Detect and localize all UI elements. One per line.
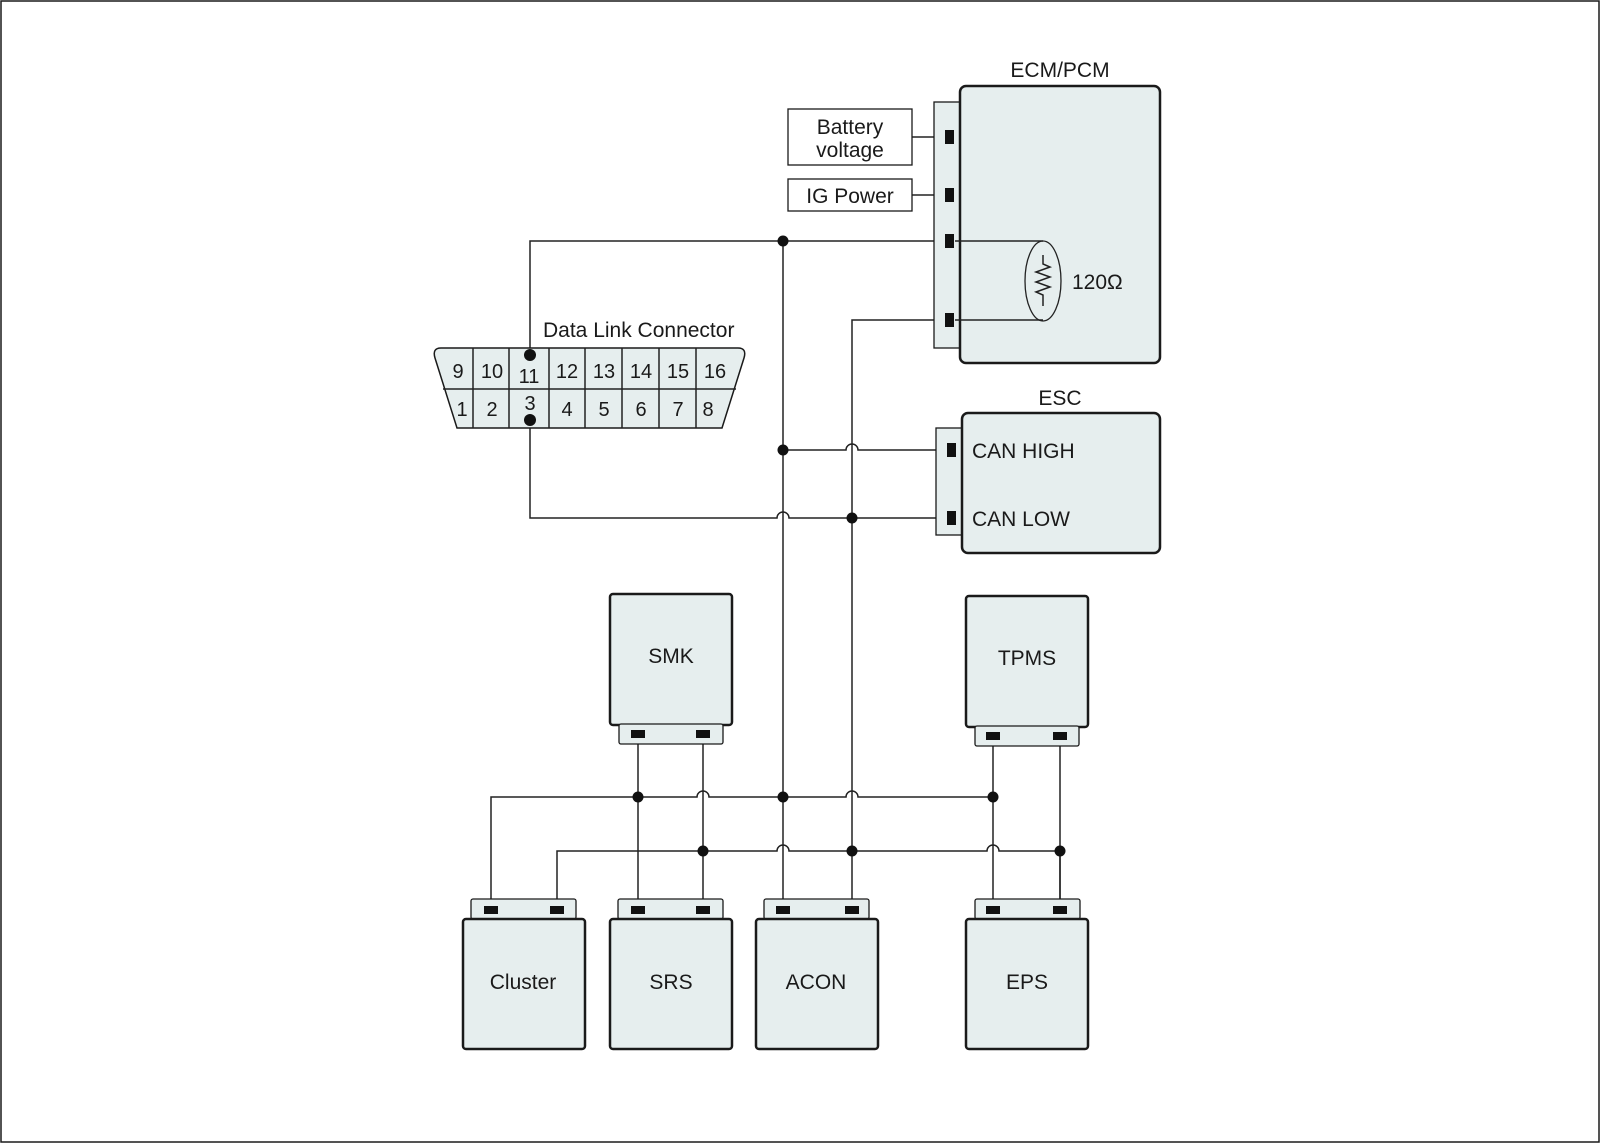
junctions: [524, 235, 1066, 857]
esc-can-low-label: CAN LOW: [972, 508, 1070, 531]
junction-dot: [846, 845, 858, 857]
srs-pin: [631, 906, 645, 914]
dlc-pin-label: 11: [519, 366, 540, 388]
srs-module: SRS: [608, 898, 734, 1051]
smk-module: SMK: [608, 592, 734, 745]
acon-label: ACON: [786, 971, 847, 994]
smk-connector: [618, 723, 724, 745]
dlc-pin-label: 15: [667, 361, 689, 383]
cluster-module: Cluster: [461, 898, 587, 1051]
junction-dot: [987, 791, 999, 803]
ig-power-box: IG Power: [787, 178, 913, 212]
eps-pin: [986, 906, 1000, 914]
battery-voltage-frame: [787, 108, 913, 166]
dlc-pin-label: 12: [556, 361, 578, 383]
dlc-pin-label: 9: [452, 361, 463, 383]
dlc-pin-label: 1: [456, 399, 467, 421]
ig-power-label: IG Power: [806, 185, 894, 208]
wire-bus-low: [556, 844, 1061, 900]
dlc-pin-label: 6: [635, 399, 646, 421]
ecm-termination-wire: [955, 240, 1043, 321]
junction-dot: [777, 235, 789, 247]
ecm-body: [958, 84, 1162, 365]
smk-pin: [696, 730, 710, 738]
battery-voltage-box: Battery voltage: [787, 108, 913, 166]
wire-can-high-ecm: [529, 240, 946, 352]
tpms-connector: [974, 725, 1080, 747]
junction-dot: [777, 791, 789, 803]
data-link-connector: Data Link Connector 9 10 11 12 13 14 15 …: [433, 319, 746, 429]
esc-pin-can-low: [947, 511, 956, 525]
eps-label: EPS: [1006, 971, 1048, 994]
ecm-pin-ig: [945, 188, 954, 202]
eps-module: EPS: [964, 898, 1090, 1051]
dlc-pin-label: 13: [593, 361, 615, 383]
dlc-pin-label: 7: [672, 399, 683, 421]
dlc-body: [433, 347, 746, 429]
ecm-pcm-module: ECM/PCM 120Ω: [933, 59, 1162, 365]
tpms-pin: [1053, 732, 1067, 740]
ecm-pin-battery: [945, 130, 954, 144]
acon-module: ACON: [754, 898, 880, 1051]
cluster-label: Cluster: [490, 971, 557, 994]
esc-can-high-label: CAN HIGH: [972, 440, 1075, 463]
dlc-pin3-contact: [524, 414, 536, 426]
junction-dot: [1054, 845, 1066, 857]
esc-pin-can-high: [947, 443, 956, 457]
dlc-pin-label: 2: [486, 399, 497, 421]
battery-voltage-line1: Battery: [817, 116, 884, 139]
dlc-pin-label: 16: [704, 361, 726, 383]
srs-pin: [696, 906, 710, 914]
esc-title: ESC: [1038, 387, 1081, 410]
dlc-bottom-pins: 1 2 3 4 5 6 7 8: [456, 393, 713, 421]
dlc-pin-label: 14: [630, 361, 652, 383]
eps-body: [964, 917, 1090, 1051]
smk-label: SMK: [648, 645, 694, 668]
ecm-title: ECM/PCM: [1010, 59, 1109, 82]
tpms-label: TPMS: [998, 647, 1056, 670]
dlc-top-pins: 9 10 11 12 13 14 15 16: [452, 361, 726, 388]
ecm-pin-can-low: [945, 313, 954, 327]
dlc-pin-label: 10: [481, 361, 503, 383]
smk-pin: [631, 730, 645, 738]
dlc-dividers: [443, 348, 736, 428]
esc-body: [960, 411, 1162, 555]
cluster-body: [461, 917, 587, 1051]
junction-dot: [777, 444, 789, 456]
dlc-pin11-contact: [524, 349, 536, 361]
battery-voltage-line2: voltage: [816, 139, 884, 162]
ecm-pin-can-high: [945, 234, 954, 248]
junction-dot: [846, 512, 858, 524]
ecm-connector-housing: [933, 101, 963, 349]
dlc-title: Data Link Connector: [543, 319, 734, 342]
junction-dot: [632, 791, 644, 803]
srs-body: [608, 917, 734, 1051]
acon-pin: [845, 906, 859, 914]
resistor-icon: [1033, 255, 1053, 306]
junction-dot: [697, 845, 709, 857]
dlc-pin-label: 4: [561, 399, 572, 421]
acon-body: [754, 917, 880, 1051]
cluster-pin: [550, 906, 564, 914]
wire-can-low-trunk: [851, 319, 946, 900]
wire-esc-can-low: [529, 420, 946, 519]
tpms-module: TPMS: [964, 594, 1090, 747]
ecm-resistor-value: 120Ω: [1072, 271, 1123, 294]
dlc-pin-label: 3: [524, 393, 535, 415]
tpms-pin: [986, 732, 1000, 740]
dlc-pin-label: 5: [598, 399, 609, 421]
cluster-pin: [484, 906, 498, 914]
esc-module: ESC CAN HIGH CAN LOW: [935, 387, 1162, 555]
dlc-pin-label: 8: [702, 399, 713, 421]
acon-pin: [776, 906, 790, 914]
wire-esc-can-high: [783, 443, 946, 451]
ecm-resistor-outline: [1024, 240, 1062, 322]
srs-label: SRS: [649, 971, 692, 994]
eps-pin: [1053, 906, 1067, 914]
ig-power-frame: [787, 178, 913, 212]
